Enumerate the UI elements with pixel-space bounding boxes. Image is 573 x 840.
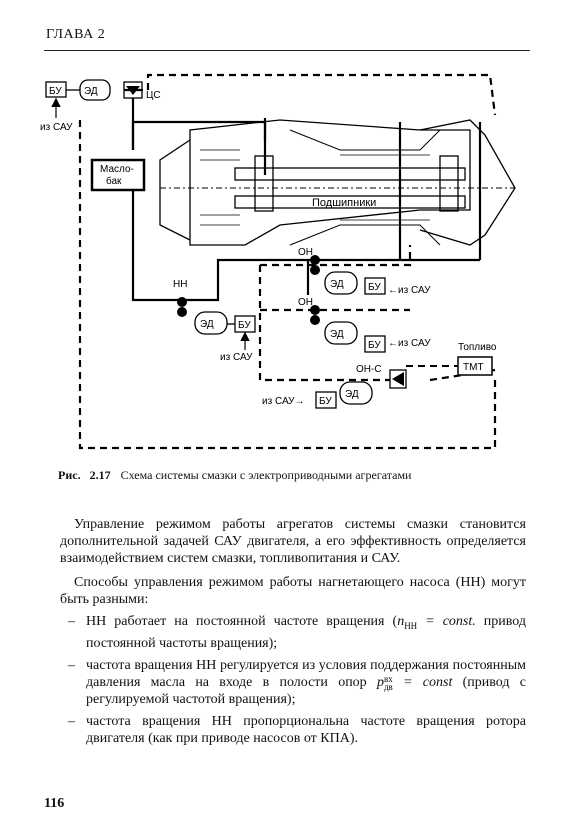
ed-label-nn: ЭД: [200, 319, 214, 330]
on-s-pump: ОН-С ЭД БУ из САУ→ Топливо ТМТ: [262, 342, 497, 409]
from-sau-top: из САУ: [40, 122, 73, 133]
engine-hatching: [200, 149, 430, 226]
top-left-unit: БУ ЭД ЦС из САУ: [40, 79, 161, 133]
bu-label-oh2: БУ: [368, 340, 381, 351]
nn-pump: НН ЭД БУ из САУ: [173, 279, 256, 363]
caption-text: Схема системы смазки с электроприводными…: [120, 468, 412, 482]
on-s-label: ОН-С: [356, 364, 382, 375]
from-sau-nn: из САУ: [220, 352, 253, 363]
from-sau-oh2: ←из САУ: [388, 338, 431, 349]
oil-tank: Масло- бак: [90, 158, 146, 192]
from-sau-oh1: ←из САУ: [388, 285, 431, 296]
oil-tank-label-1: Масло-: [100, 164, 134, 175]
oil-tank-label-2: бак: [106, 175, 122, 187]
ed-label-oh2: ЭД: [330, 329, 344, 340]
bearings-label: Подшипники: [312, 197, 376, 209]
chapter-header: ГЛАВА 2: [46, 27, 106, 42]
engine-outline: [159, 119, 516, 246]
on-label-2: ОН: [298, 297, 313, 308]
diagram-svg: Подшипники БУ ЭД ЦС из САУ Масло- бак: [40, 73, 516, 450]
paragraph-1: Управление режимом работы агрегатов сист…: [60, 517, 526, 566]
lubrication-system-diagram: Подшипники БУ ЭД ЦС из САУ Масло- бак: [40, 60, 540, 460]
method-list: – НН работает на постоянной частоте вращ…: [60, 613, 526, 747]
list-item: – частота вращения НН пропорциональна ча…: [68, 713, 526, 746]
fuel-label: Топливо: [458, 342, 497, 353]
list-item: – НН работает на постоянной частоте вращ…: [68, 614, 526, 651]
oh-pump-1: ОН ЭД БУ ←из САУ: [298, 247, 431, 296]
list-item: – частота вращения НН регулируется из ус…: [68, 657, 526, 707]
figure-caption: Рис. 2.17 Схема системы смазки с электроп…: [58, 468, 528, 483]
on-label-1: ОН: [298, 247, 313, 258]
header-rule: [44, 50, 530, 51]
tmt-label: ТМТ: [463, 362, 484, 373]
bu-label-ons: БУ: [319, 396, 332, 407]
page-number: 116: [44, 796, 65, 811]
ts-label: ЦС: [146, 90, 161, 101]
bu-label-nn: БУ: [238, 320, 251, 331]
from-sau-ons: из САУ→: [262, 396, 305, 407]
ed-label-ons: ЭД: [345, 389, 359, 400]
nn-label: НН: [173, 279, 187, 290]
bu-label-oh1: БУ: [368, 282, 381, 293]
ed-label-top: ЭД: [84, 86, 98, 97]
scavenge-lines: [78, 73, 497, 450]
pressure-lines: [131, 98, 482, 302]
caption-number: Рис. 2.17: [58, 468, 111, 482]
paragraph-2: Способы управления режимом работы нагнет…: [60, 575, 526, 607]
bu-label-top: БУ: [49, 86, 62, 97]
ed-label-oh1: ЭД: [330, 279, 344, 290]
oh-pump-2: ОН ЭД БУ ←из САУ: [298, 297, 431, 353]
body-text: Управление режимом работы агрегатов сист…: [60, 516, 526, 747]
